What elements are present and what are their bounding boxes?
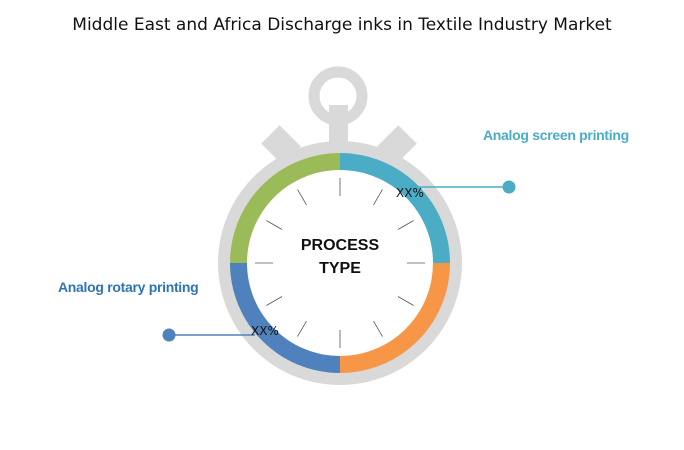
dial-tick: [297, 320, 307, 337]
center-label-line2: TYPE: [319, 260, 361, 277]
dial-face: [247, 170, 433, 356]
legend-analog-rotary-printing: Analog rotary printing: [58, 279, 199, 295]
center-label-line1: PROCESS: [301, 237, 380, 254]
dial-tick: [266, 296, 283, 306]
screen-leader-dot: [502, 180, 516, 194]
stopwatch-stem: [329, 105, 348, 145]
dial-tick: [397, 296, 414, 306]
rotary-leader-dot: [162, 328, 176, 342]
dial-tick: [397, 220, 414, 230]
legend-analog-screen-printing: Analog screen printing: [483, 127, 629, 143]
dial-tick: [373, 320, 383, 337]
dial-tick: [266, 220, 283, 230]
dial-tick: [373, 189, 383, 206]
screen-percent-label: XX%: [396, 186, 424, 200]
dial-tick: [297, 189, 307, 206]
rotary-percent-label: XX%: [251, 324, 279, 338]
chart-title: Middle East and Africa Discharge inks in…: [72, 15, 612, 35]
